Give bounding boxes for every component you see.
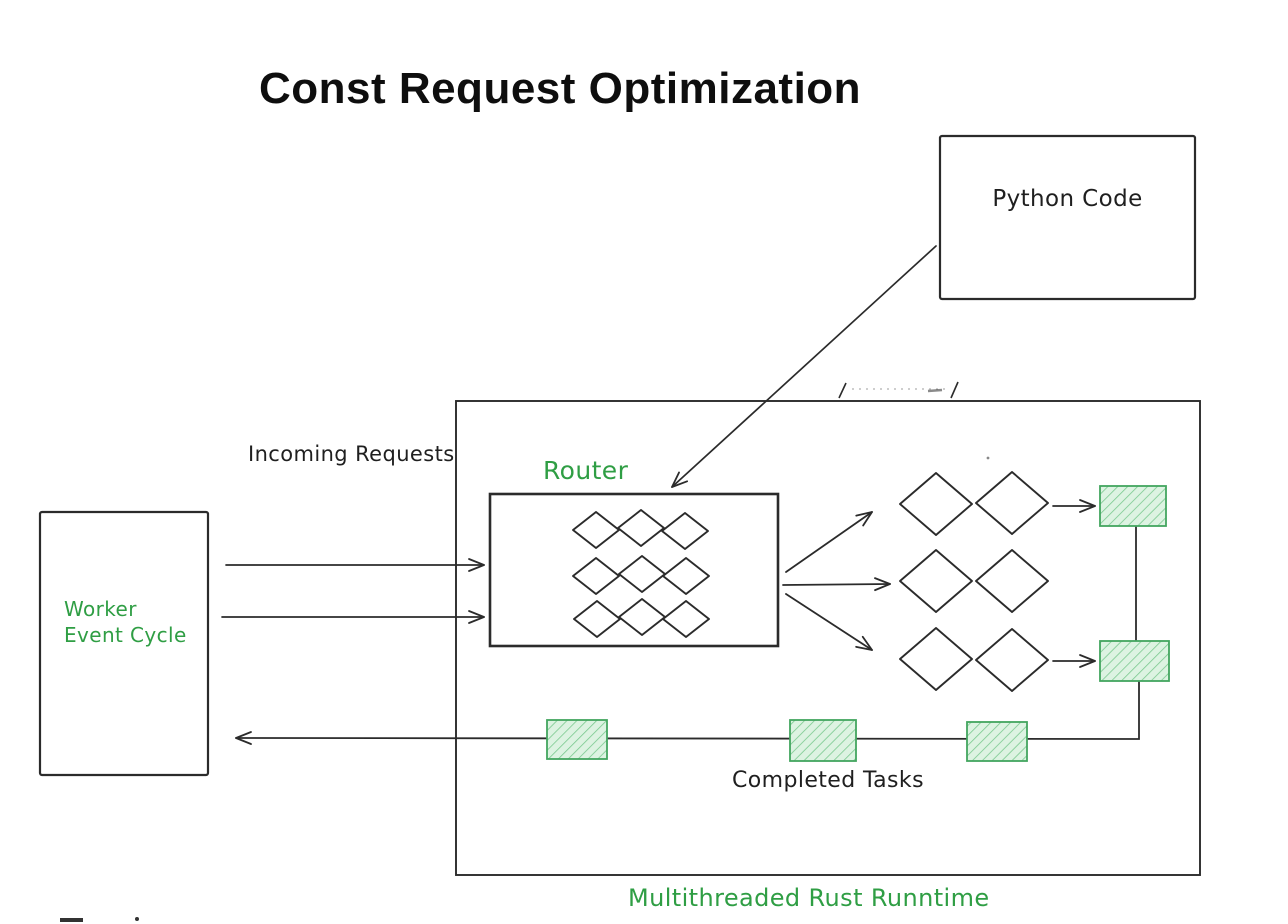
worker-diamond-pairs (899, 471, 1049, 692)
router-queue-diamonds (572, 509, 710, 638)
runtime-label: Multithreaded Rust Runntime (628, 884, 990, 912)
python-code-label: Python Code (992, 186, 1143, 212)
python-to-router-arrow (671, 245, 937, 488)
python-code-node (938, 134, 1197, 301)
diagram-title: Const Request Optimization (258, 64, 862, 113)
result-box-bottom-right (1099, 640, 1170, 682)
erased-label-marks (838, 381, 990, 460)
completed-box-left (546, 719, 608, 760)
bottom-left-cutoff-marks (60, 917, 139, 922)
incoming-requests-label: Incoming Requests (248, 442, 455, 466)
result-box-top-right (1099, 485, 1167, 527)
completed-tasks-label: Completed Tasks (732, 768, 924, 793)
lane-to-result-arrows (1052, 499, 1096, 668)
router-label: Router (543, 456, 629, 485)
incoming-request-arrows (221, 558, 485, 624)
worker-event-cycle-node (38, 510, 210, 777)
completed-task-return-path (235, 526, 1140, 745)
router-node (488, 492, 780, 648)
router-fanout-arrows (782, 511, 891, 651)
completed-box-middle (789, 719, 857, 762)
runtime-container-box (455, 400, 1201, 876)
worker-event-cycle-label: Worker Event Cycle (64, 597, 187, 647)
completed-box-right (966, 721, 1028, 762)
task-result-boxes (546, 485, 1170, 762)
